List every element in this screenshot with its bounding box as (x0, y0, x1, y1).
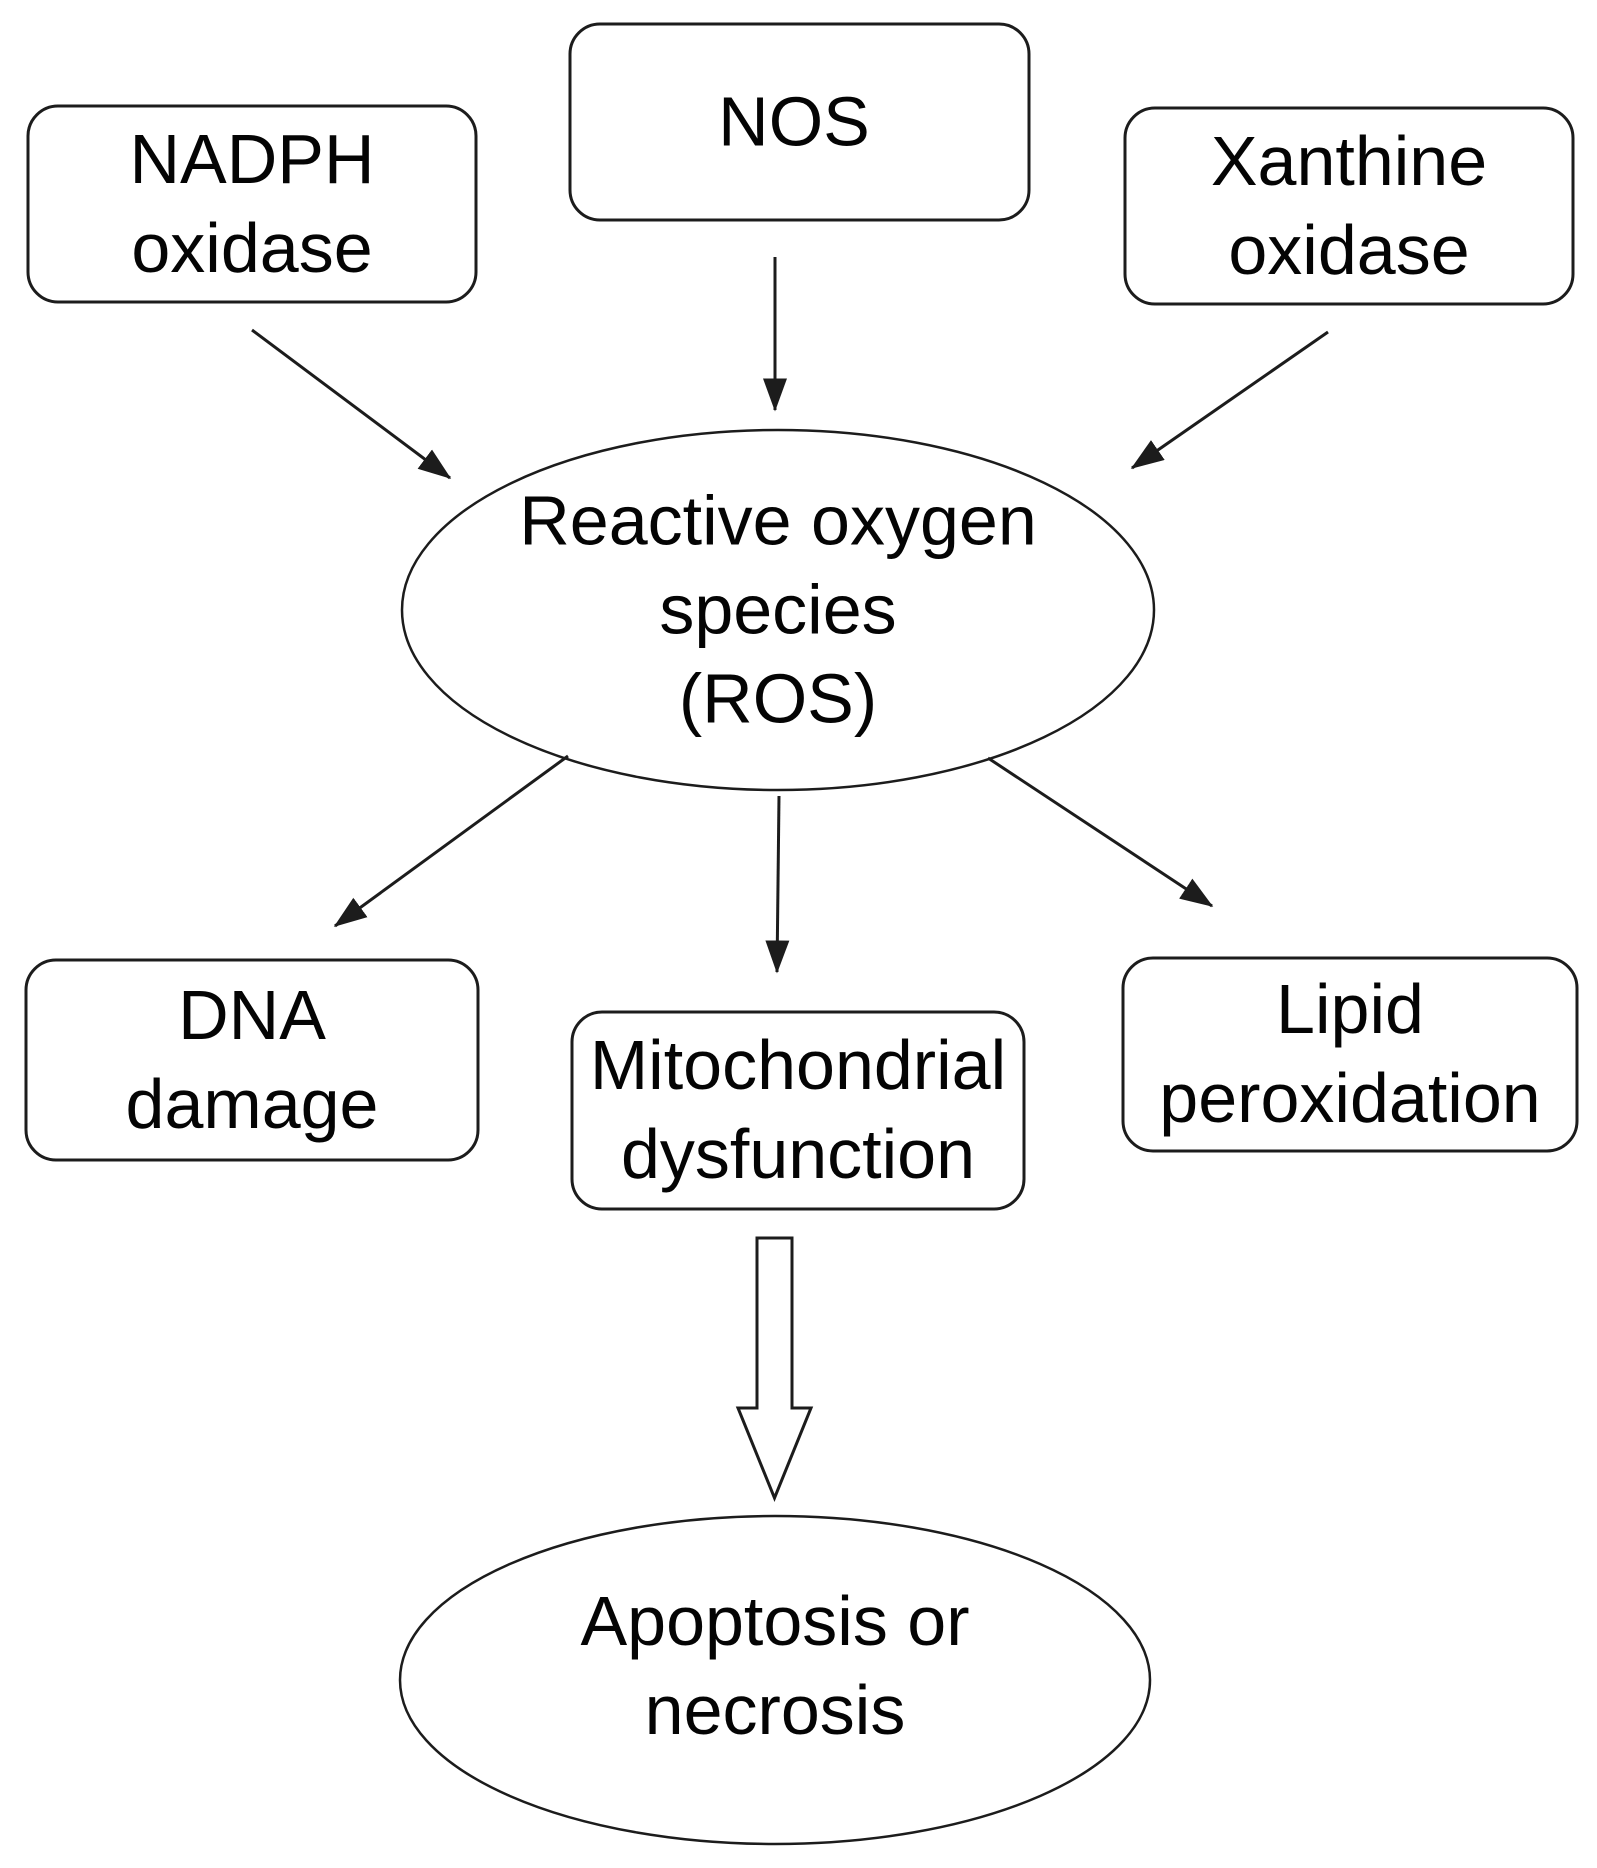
apoptosis-necrosis-label: Apoptosis or necrosis (580, 1582, 970, 1749)
arrow-ros-to-lipid-peroxidation (987, 756, 1214, 908)
arrow-nadph-to-ros (251, 328, 452, 480)
mitochondrial-dysfunction-box (570, 1010, 1026, 1211)
ros-label: Reactive oxygen species (ROS) (519, 481, 1037, 738)
nos-box (568, 22, 1031, 222)
apoptosis-necrosis-ellipse (398, 1514, 1152, 1846)
nos-label: NOS (718, 82, 870, 161)
xanthine-oxidase-box (1123, 106, 1575, 306)
dna-damage-box (24, 958, 480, 1162)
mitochondrial-dysfunction-label: Mitochondrial dysfunction (589, 1026, 1007, 1193)
xanthine-oxidase-label: Xanthine oxidase (1210, 122, 1488, 289)
arrow-ros-to-dna-damage (333, 754, 569, 928)
lipid-peroxidation-box (1121, 956, 1579, 1153)
ros-ellipse (400, 428, 1156, 792)
lipid-peroxidation-label: Lipid peroxidation (1159, 970, 1541, 1137)
block-arrow-mito-to-apoptosis (735, 1236, 814, 1502)
dna-damage-label: DNA damage (125, 976, 379, 1143)
arrow-ros-to-mitochondrial-dysfunction (765, 795, 790, 974)
nadph-oxidase-box (26, 104, 478, 304)
arrow-xanthine-to-ros (1130, 330, 1329, 470)
nadph-oxidase-label: NADPH oxidase (129, 120, 375, 287)
